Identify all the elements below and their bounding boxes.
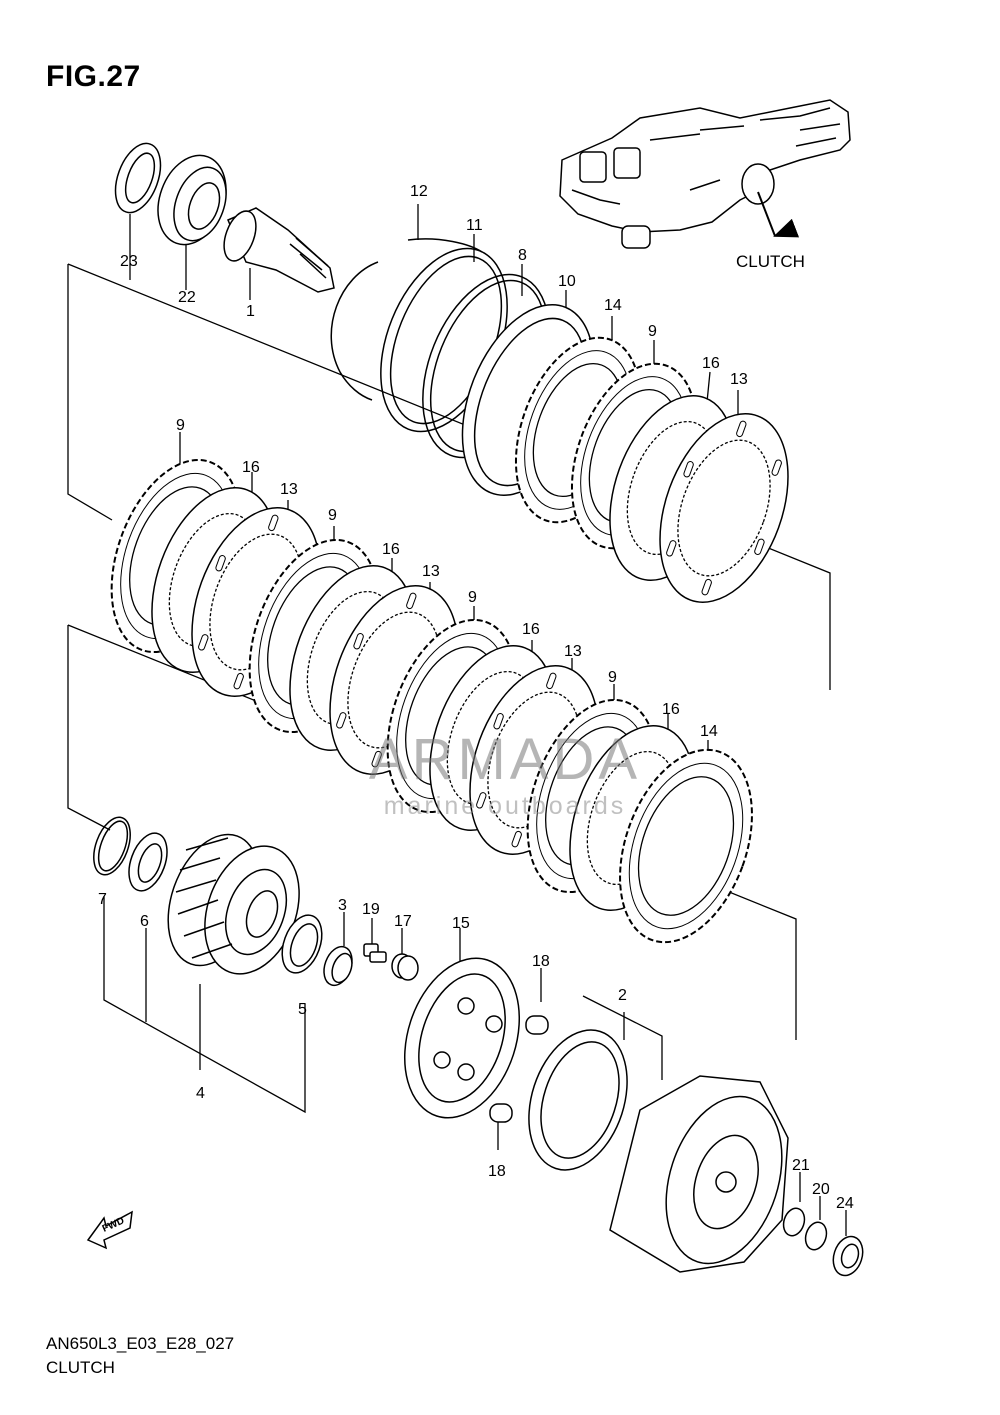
- label-r2-9c: 9: [468, 589, 477, 606]
- damper-18-upper: [525, 1015, 549, 1035]
- label-12: 12: [410, 183, 428, 200]
- shaft-1: [223, 207, 335, 293]
- clutch-disc-row-2: [110, 458, 753, 944]
- label-r1-16: 16: [702, 355, 720, 372]
- clutch-callout-label: CLUTCH: [736, 252, 805, 271]
- sprag-gear-ring: [528, 1029, 628, 1171]
- plate-13-top: [659, 413, 789, 603]
- label-19: 19: [362, 901, 380, 918]
- clutch-housing-2: [609, 1075, 789, 1273]
- bearing-22: [157, 154, 227, 246]
- spring-17: [391, 953, 419, 981]
- label-r2-13b: 13: [422, 563, 440, 580]
- watermark-tagline: marine outboards: [383, 792, 627, 820]
- label-r1-13: 13: [730, 371, 748, 388]
- label-21: 21: [792, 1157, 810, 1174]
- diagram-code: AN650L3_E03_E28_027: [46, 1334, 235, 1353]
- fwd-arrow-icon: FWD: [86, 1210, 133, 1250]
- watermark: ARMADA marine outboards: [345, 730, 665, 821]
- engine-outline-illustration: [559, 99, 851, 249]
- oil-seal-23: [114, 142, 162, 214]
- label-4: 4: [196, 1085, 205, 1102]
- label-6: 6: [140, 913, 149, 930]
- label-2: 2: [618, 987, 627, 1004]
- ring-5: [281, 914, 323, 974]
- label-17: 17: [394, 913, 412, 930]
- bearing-24: [832, 1235, 864, 1277]
- label-r2-16a: 16: [242, 459, 260, 476]
- label-7: 7: [98, 891, 107, 908]
- label-r1-9: 9: [648, 323, 657, 340]
- label-24: 24: [836, 1195, 854, 1212]
- pressure-plate-15: [403, 957, 521, 1119]
- label-r2-16d: 16: [662, 701, 680, 718]
- label-r2-13a: 13: [280, 481, 298, 498]
- label-11: 11: [466, 217, 483, 234]
- label-22: 22: [178, 289, 196, 306]
- label-r2-9b: 9: [328, 507, 337, 524]
- label-r2-13c: 13: [564, 643, 582, 660]
- seal-6: [128, 832, 168, 892]
- clutch-hub-4: [167, 833, 300, 975]
- label-r2-14: 14: [700, 723, 718, 740]
- part-labels: 23 22 1 12 11 8 10 14 9 16 13 9 16 13 9 …: [98, 183, 854, 1212]
- collar-3: [323, 945, 353, 987]
- label-15: 15: [452, 915, 470, 932]
- damper-18-lower: [489, 1103, 513, 1123]
- label-r2-9a: 9: [176, 417, 185, 434]
- bolt-19: [363, 943, 387, 963]
- label-r2-9d: 9: [608, 669, 617, 686]
- label-1: 1: [246, 303, 255, 320]
- clutch-callout-arrow: [757, 191, 800, 238]
- label-20: 20: [812, 1181, 830, 1198]
- friction-disc-14-bottom: [619, 748, 753, 944]
- label-10: 10: [558, 273, 576, 290]
- nut-20: [804, 1221, 828, 1251]
- clutch-disc-row-1: [514, 336, 789, 603]
- label-5: 5: [298, 1001, 307, 1018]
- label-3: 3: [338, 897, 347, 914]
- label-r2-16b: 16: [382, 541, 400, 558]
- label-18b: 18: [488, 1163, 506, 1180]
- label-r1-14: 14: [604, 297, 622, 314]
- label-r2-16c: 16: [522, 621, 540, 638]
- snap-ring-7: [93, 816, 131, 876]
- label-18a: 18: [532, 953, 550, 970]
- diagram-name: CLUTCH: [46, 1358, 115, 1377]
- label-23: 23: [120, 253, 138, 270]
- washer-21: [782, 1207, 806, 1237]
- figure-title: FIG.27: [46, 60, 141, 93]
- wire-ring-12: [330, 238, 483, 401]
- watermark-brand: ARMADA: [368, 727, 642, 792]
- label-8: 8: [518, 247, 527, 264]
